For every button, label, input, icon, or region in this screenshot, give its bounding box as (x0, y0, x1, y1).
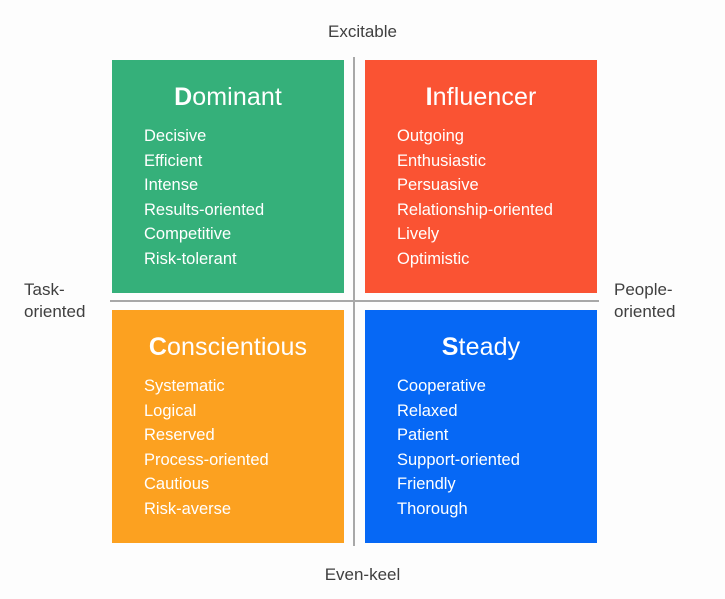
trait-item: Persuasive (397, 176, 479, 194)
trait-item: Friendly (397, 475, 456, 493)
quadrant-title-dominant: Dominant (112, 82, 344, 112)
axis-label-top: Excitable (328, 22, 397, 41)
trait-item: Systematic (144, 377, 225, 395)
quadrant-title-steady: Steady (365, 332, 597, 362)
divider-horizontal (110, 300, 599, 302)
trait-item: Enthusiastic (397, 151, 486, 170)
trait-item: Cautious (144, 475, 210, 493)
trait-item: Decisive (144, 127, 207, 145)
trait-item: Outgoing (397, 127, 464, 145)
trait-item: Results-oriented (144, 200, 265, 219)
trait-item: Support-oriented (397, 450, 520, 469)
trait-item: Intense (144, 176, 199, 194)
quadrant-title-rest-steady: teady (458, 333, 521, 361)
trait-item: Cooperative (397, 377, 486, 395)
trait-item: Patient (397, 426, 449, 444)
trait-item: Relaxed (397, 401, 458, 420)
quadrant-initial-influencer: I (425, 83, 433, 111)
quadrant-initial-dominant: D (174, 83, 193, 111)
quadrant-initial-conscientious: C (148, 333, 167, 361)
trait-item: Risk-tolerant (144, 249, 237, 268)
trait-item: Thorough (397, 499, 468, 518)
trait-item: Efficient (144, 151, 203, 170)
axis-label-left: Task- oriented (24, 280, 86, 321)
quadrant-title-rest-conscientious: onscientious (166, 333, 308, 361)
quadrant-title-conscientious: Conscientious (112, 332, 344, 362)
quadrant-title-influencer: Influencer (365, 82, 597, 112)
trait-item: Relationship-oriented (397, 200, 553, 219)
axis-label-bottom: Even-keel (324, 565, 401, 584)
trait-item: Risk-averse (144, 499, 232, 518)
quadrant-title-rest-dominant: ominant (192, 83, 282, 111)
trait-item: Optimistic (397, 249, 470, 268)
trait-item: Logical (144, 401, 197, 420)
trait-item: Lively (397, 225, 440, 243)
trait-item: Competitive (144, 225, 232, 243)
quadrant-initial-steady: S (441, 333, 459, 361)
trait-item: Process-oriented (144, 450, 269, 469)
trait-item: Reserved (144, 426, 215, 444)
quadrant-title-rest-influencer: nfluencer (432, 83, 537, 111)
axis-label-right: People- oriented (614, 280, 676, 321)
